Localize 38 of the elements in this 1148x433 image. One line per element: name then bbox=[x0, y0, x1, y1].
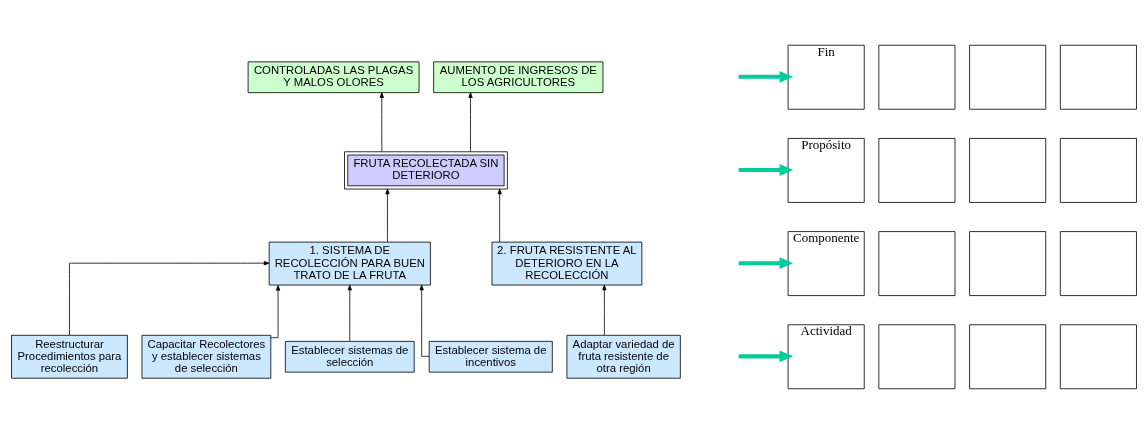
arrow bbox=[468, 91, 473, 152]
arrow bbox=[347, 284, 352, 342]
node-box: 1. SISTEMA DE RECOLECCIÓN PARA BUEN TRATO DE LA FRUTA bbox=[268, 241, 431, 285]
node-box: Propósito bbox=[787, 137, 865, 203]
node-box: Actividad bbox=[787, 323, 865, 389]
node-box bbox=[1059, 323, 1137, 389]
node-box: AUMENTO DE INGRESOS DE LOS AGRICULTORES bbox=[433, 60, 604, 93]
node-box: Capacitar Recolectores y establecer sistemas de selección bbox=[141, 334, 272, 379]
node-box: Reestructurar Procedimientos para recolección bbox=[11, 334, 128, 379]
node-box bbox=[878, 323, 956, 389]
node-box: Fin bbox=[787, 44, 865, 110]
node-box bbox=[878, 44, 956, 110]
arrow bbox=[738, 349, 794, 362]
arrow bbox=[497, 188, 502, 242]
arrow bbox=[602, 284, 607, 336]
node-box bbox=[969, 44, 1047, 110]
arrow bbox=[419, 284, 430, 357]
node-box bbox=[1059, 230, 1137, 296]
node-box: Adaptar variedad de fruta resistente de otra región bbox=[566, 334, 681, 379]
node-box bbox=[969, 137, 1047, 203]
arrow bbox=[69, 260, 270, 335]
node-box bbox=[1059, 44, 1137, 110]
node-box bbox=[969, 323, 1047, 389]
arrow bbox=[379, 91, 384, 152]
node-box: Establecer sistemas de selección bbox=[284, 340, 415, 373]
arrow bbox=[738, 163, 794, 176]
node-box bbox=[1059, 137, 1137, 203]
node-box bbox=[969, 230, 1047, 296]
arrow bbox=[738, 256, 794, 269]
node-box: Establecer sistema de incentivos bbox=[428, 340, 553, 373]
arrow bbox=[385, 188, 390, 242]
node-box: CONTROLADAS LAS PLAGAS Y MALOS OLORES bbox=[247, 60, 420, 93]
node-box: 2. FRUTA RESISTENTE AL DETERIORO EN LA RECOLECCIÓN bbox=[491, 241, 643, 285]
arrow bbox=[270, 284, 281, 338]
node-box bbox=[878, 137, 956, 203]
node-box bbox=[878, 230, 956, 296]
node-box: Componente bbox=[787, 230, 865, 296]
arrow bbox=[738, 70, 794, 83]
